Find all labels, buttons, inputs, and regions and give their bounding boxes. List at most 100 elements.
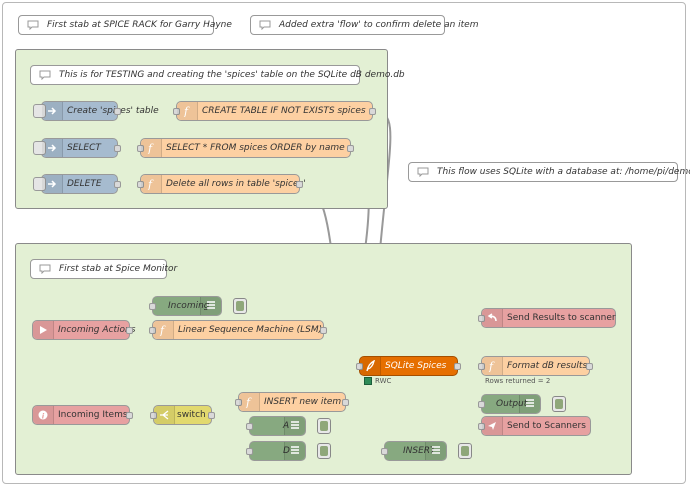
reply-icon — [482, 309, 503, 327]
output-port[interactable] — [369, 108, 376, 115]
input-port[interactable] — [478, 363, 485, 370]
arrow-right-icon — [42, 175, 63, 193]
debug-insert[interactable]: INSERT — [381, 441, 472, 461]
function-lsm[interactable]: f Linear Sequence Machine (LSM) — [149, 320, 327, 340]
http-response-send-results[interactable]: Send Results to scanner — [478, 308, 616, 328]
format-status: Rows returned = 2 — [485, 377, 551, 385]
node-label: Linear Sequence Machine (LSM) — [178, 325, 323, 335]
comment-icon — [27, 20, 39, 30]
svg-text:f: f — [245, 396, 252, 408]
list-icon — [284, 417, 305, 435]
list-icon — [425, 442, 446, 460]
switch-icon — [154, 406, 175, 424]
function-delete[interactable]: f Delete all rows in table 'spices' — [137, 174, 306, 194]
arrow-right-icon — [42, 139, 63, 157]
function-select[interactable]: f SELECT * FROM spices ORDER by name — [137, 138, 354, 158]
http-response-send-to-scanners[interactable]: Send to Scanners — [478, 416, 591, 436]
svg-text:f: f — [488, 360, 495, 372]
node-label: SQLite Spices — [385, 361, 447, 371]
input-port[interactable] — [149, 303, 156, 310]
inject-button[interactable] — [33, 177, 46, 191]
list-icon — [200, 297, 221, 315]
debug-output[interactable]: Output — [478, 394, 566, 414]
debug-toggle-button[interactable] — [552, 396, 566, 412]
node-label: Incoming Items — [58, 410, 128, 420]
comment-spice-rack[interactable]: First stab at SPICE RACK for Garry Hayne — [18, 15, 232, 35]
inject-delete[interactable]: DELETE — [33, 174, 121, 194]
input-port[interactable] — [478, 423, 485, 430]
comment-icon — [39, 70, 51, 80]
inject-select[interactable]: SELECT — [33, 138, 121, 158]
function-icon: f — [141, 175, 162, 193]
function-icon: f — [177, 102, 198, 120]
output-port[interactable] — [114, 108, 121, 115]
inject-create-table[interactable]: Create 'spices' table — [33, 101, 159, 121]
input-port[interactable] — [137, 181, 144, 188]
function-create-table[interactable]: f CREATE TABLE IF NOT EXISTS spices — [173, 101, 376, 121]
output-port[interactable] — [126, 412, 133, 419]
debug-a[interactable]: A — [246, 416, 331, 436]
output-port[interactable] — [126, 327, 133, 334]
node-label: DELETE — [67, 179, 102, 189]
node-label: Incoming — [168, 301, 210, 311]
comment-label: First stab at Spice Monitor — [59, 264, 178, 274]
list-icon — [519, 395, 540, 413]
inject-button[interactable] — [33, 141, 46, 155]
input-port[interactable] — [478, 315, 485, 322]
comment-sqlite-db[interactable]: This flow uses SQLite with a database at… — [408, 162, 690, 182]
sqlite-spices[interactable]: SQLite Spices — [356, 356, 461, 376]
debug-d[interactable]: D — [246, 441, 331, 461]
debug-toggle-button[interactable] — [458, 443, 472, 459]
output-port[interactable] — [347, 145, 354, 152]
input-port[interactable] — [150, 412, 157, 419]
node-label: switch — [177, 410, 206, 420]
svg-text:f: f — [147, 178, 154, 190]
svg-text:f: f — [147, 142, 154, 154]
output-port[interactable] — [342, 399, 349, 406]
node-label: INSERT — [403, 446, 436, 456]
input-port[interactable] — [149, 327, 156, 334]
debug-toggle-button[interactable] — [317, 418, 331, 434]
http-in-incoming-items[interactable]: i Incoming Items — [32, 405, 133, 425]
output-port[interactable] — [114, 145, 121, 152]
comment-label: This flow uses SQLite with a database at… — [437, 167, 690, 177]
debug-toggle-button[interactable] — [317, 443, 331, 459]
input-port[interactable] — [173, 108, 180, 115]
input-port[interactable] — [478, 401, 485, 408]
node-label: INSERT new item — [264, 397, 342, 407]
function-icon: f — [239, 393, 260, 411]
output-port[interactable] — [586, 363, 593, 370]
output-port[interactable] — [320, 327, 327, 334]
comment-testing[interactable]: This is for TESTING and creating the 'sp… — [30, 65, 405, 85]
comment-extra-flow[interactable]: Added extra 'flow' to confirm delete an … — [250, 15, 478, 35]
output-port[interactable] — [114, 181, 121, 188]
http-in-incoming-actions[interactable]: Incoming Actions — [32, 320, 135, 340]
inject-button[interactable] — [33, 104, 46, 118]
input-port[interactable] — [137, 145, 144, 152]
comment-spice-monitor[interactable]: First stab at Spice Monitor — [30, 259, 177, 279]
comment-label: First stab at SPICE RACK for Garry Hayne — [47, 20, 232, 30]
play-icon — [33, 321, 54, 339]
input-port[interactable] — [246, 423, 253, 430]
input-port[interactable] — [235, 399, 242, 406]
debug-toggle-button[interactable] — [233, 298, 247, 314]
debug-incoming[interactable]: Incoming — [149, 296, 247, 316]
node-label: SELECT — [67, 143, 101, 153]
status-dot — [364, 377, 372, 385]
switch-node[interactable]: switch — [150, 405, 215, 425]
svg-text:i: i — [42, 412, 45, 420]
sqlite-status: RWC — [364, 377, 391, 385]
function-insert[interactable]: f INSERT new item — [235, 392, 349, 412]
input-port[interactable] — [381, 448, 388, 455]
node-label: Format dB results — [507, 361, 588, 371]
output-port[interactable] — [296, 181, 303, 188]
output-port[interactable] — [454, 363, 461, 370]
input-port[interactable] — [246, 448, 253, 455]
comment-icon — [417, 167, 429, 177]
function-format-results[interactable]: f Format dB results — [478, 356, 593, 376]
info-icon: i — [33, 406, 54, 424]
function-icon: f — [153, 321, 174, 339]
input-port[interactable] — [356, 363, 363, 370]
output-port[interactable] — [208, 412, 215, 419]
